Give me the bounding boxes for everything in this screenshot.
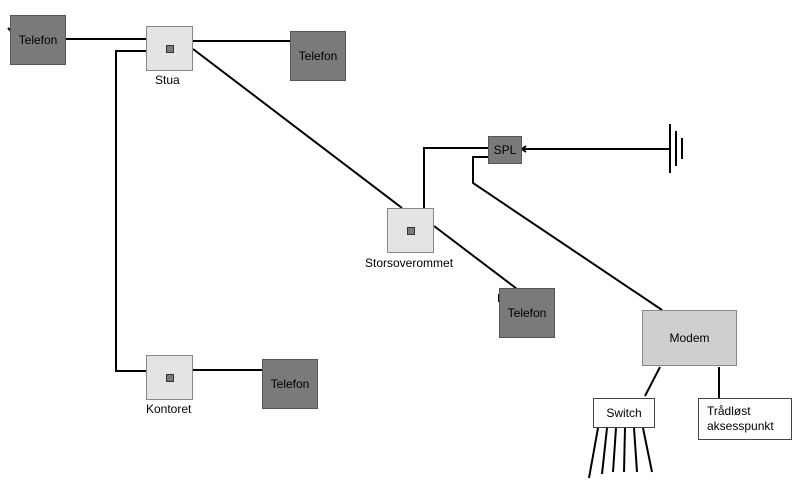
telefon-node[interactable]: Telefon <box>262 359 318 409</box>
jack-port-icon <box>165 373 174 382</box>
ground-symbol <box>669 124 683 173</box>
telefon-label: Telefon <box>18 33 58 47</box>
wall-jack-storsoverommet[interactable] <box>387 208 434 253</box>
jack-port-icon <box>406 226 415 235</box>
telefon-node[interactable]: Telefon <box>499 288 555 338</box>
wire-storsoverommet-telefon3 <box>433 225 518 290</box>
modem-label: Modem <box>669 331 710 345</box>
room-label-stua: Stua <box>155 73 180 87</box>
telefon-label: Telefon <box>507 306 547 320</box>
splitter-node[interactable]: SPL <box>488 136 522 164</box>
telefon-node[interactable]: Telefon <box>10 15 66 65</box>
wire-spl-arrow-b <box>521 148 527 153</box>
switch-ports <box>588 427 653 479</box>
room-label-kontoret: Kontoret <box>146 402 192 416</box>
jack-port-icon <box>165 44 174 53</box>
access-point-text: Trådløst aksesspunkt <box>699 404 774 434</box>
telefon-label: Telefon <box>298 49 338 63</box>
telefon-label: Telefon <box>270 377 310 391</box>
room-label-storsoverommet: Storsoverommet <box>365 256 454 270</box>
wire-stua-storsoverommet <box>192 48 403 209</box>
wire-spl-modem <box>472 156 663 311</box>
switch-node[interactable]: Switch <box>593 398 655 428</box>
wall-jack-kontoret[interactable] <box>146 355 193 400</box>
telefon-node[interactable]: Telefon <box>290 31 346 81</box>
wire-modem-switch <box>644 366 661 397</box>
access-point-node[interactable]: Trådløst aksesspunkt <box>698 398 792 440</box>
wire-stua-kontoret <box>115 50 147 372</box>
access-point-label-line2: aksesspunkt <box>707 419 774 433</box>
splitter-label: SPL <box>493 143 517 157</box>
switch-label: Switch <box>606 406 642 420</box>
wire-storsoverommet-spl <box>423 147 488 208</box>
access-point-label-line1: Trådløst <box>707 404 751 418</box>
wall-jack-stua[interactable] <box>146 26 193 71</box>
modem-node[interactable]: Modem <box>642 310 737 366</box>
